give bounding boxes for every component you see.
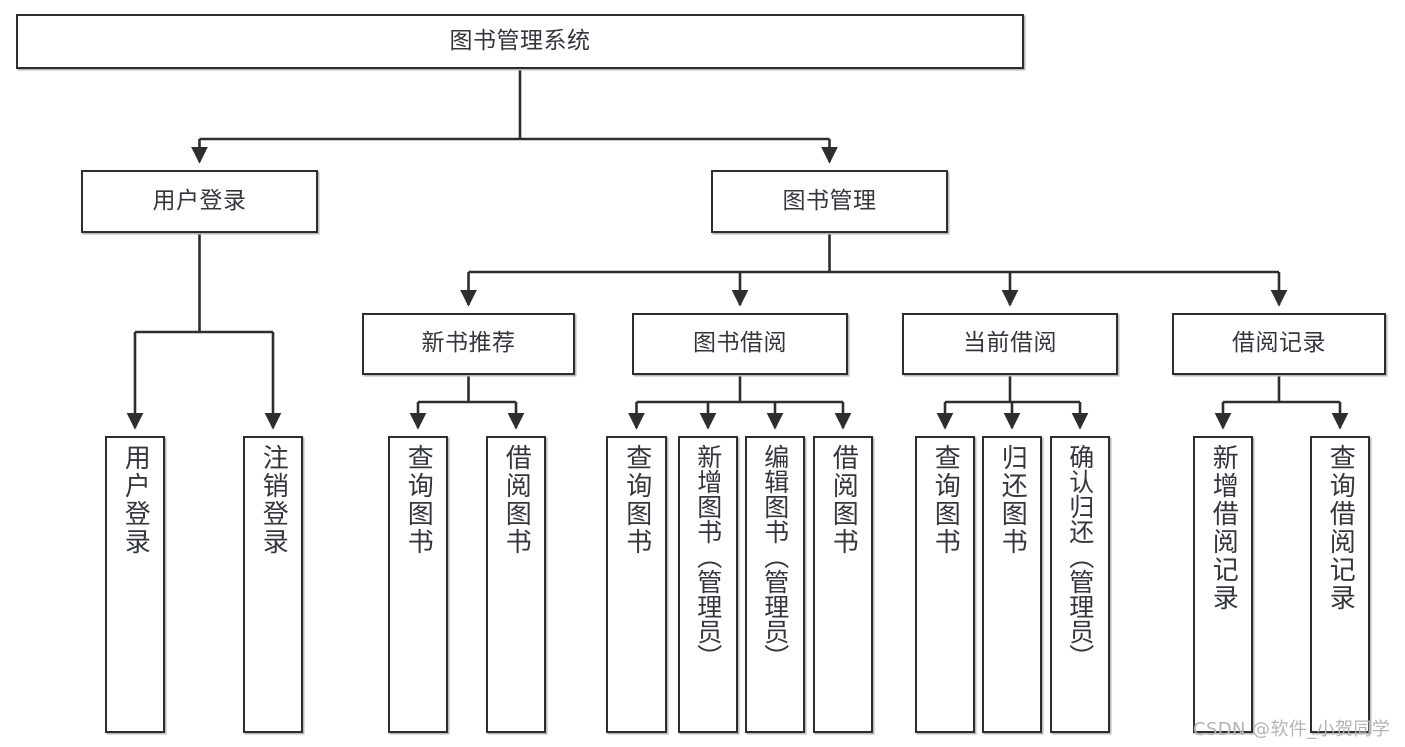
node-leaf-add-book[interactable]: 新增图书（管理员） xyxy=(678,436,738,733)
node-user-login[interactable]: 用户登录 xyxy=(81,170,318,233)
node-leaf-return-book[interactable]: 归还图书 xyxy=(982,436,1042,733)
node-leaf-confirm-return[interactable]: 确认归还（管理员） xyxy=(1050,436,1110,733)
node-root-label: 图书管理系统 xyxy=(449,27,591,54)
node-leaf-borrow-book-2-label: 借阅图书 xyxy=(828,444,859,556)
node-leaf-query-book-1[interactable]: 查询图书 xyxy=(388,436,448,733)
node-leaf-edit-book-label: 编辑图书（管理员） xyxy=(760,444,790,669)
node-leaf-borrow-book-1-label: 借阅图书 xyxy=(501,444,532,556)
node-current-borrow-label: 当前借阅 xyxy=(963,330,1057,357)
node-leaf-user-login-label: 用户登录 xyxy=(120,444,151,556)
node-leaf-query-book-2[interactable]: 查询图书 xyxy=(606,436,667,733)
node-leaf-confirm-return-label: 确认归还（管理员） xyxy=(1065,444,1095,669)
node-current-borrow[interactable]: 当前借阅 xyxy=(902,313,1118,375)
csdn-watermark: CSDN @软件_小贺同学 xyxy=(1193,719,1391,740)
node-leaf-query-book-3[interactable]: 查询图书 xyxy=(915,436,975,733)
node-leaf-query-record-label: 查询借阅记录 xyxy=(1325,444,1356,612)
node-root[interactable]: 图书管理系统 xyxy=(16,14,1024,69)
node-leaf-add-record-label: 新增借阅记录 xyxy=(1208,444,1239,612)
node-book-borrow-label: 图书借阅 xyxy=(693,330,787,357)
node-new-book-rec-label: 新书推荐 xyxy=(421,330,516,357)
node-leaf-user-logout[interactable]: 注销登录 xyxy=(243,436,303,733)
node-new-book-rec[interactable]: 新书推荐 xyxy=(362,313,575,375)
node-leaf-add-record[interactable]: 新增借阅记录 xyxy=(1193,436,1253,733)
node-borrow-record[interactable]: 借阅记录 xyxy=(1172,313,1386,375)
node-leaf-edit-book[interactable]: 编辑图书（管理员） xyxy=(745,436,805,733)
node-leaf-query-record[interactable]: 查询借阅记录 xyxy=(1310,436,1370,733)
node-leaf-query-book-1-label: 查询图书 xyxy=(403,444,434,556)
node-leaf-user-logout-label: 注销登录 xyxy=(258,444,289,556)
node-leaf-return-book-label: 归还图书 xyxy=(997,444,1028,556)
node-leaf-borrow-book-2[interactable]: 借阅图书 xyxy=(813,436,873,733)
node-leaf-add-book-label: 新增图书（管理员） xyxy=(693,444,723,669)
node-book-manage[interactable]: 图书管理 xyxy=(711,170,948,233)
node-leaf-user-login[interactable]: 用户登录 xyxy=(105,436,165,733)
node-leaf-borrow-book-1[interactable]: 借阅图书 xyxy=(486,436,546,733)
node-book-manage-label: 图书管理 xyxy=(782,187,877,214)
node-leaf-query-book-3-label: 查询图书 xyxy=(930,444,961,556)
node-leaf-query-book-2-label: 查询图书 xyxy=(621,444,652,556)
node-borrow-record-label: 借阅记录 xyxy=(1232,330,1326,357)
node-user-login-label: 用户登录 xyxy=(152,187,247,214)
node-book-borrow[interactable]: 图书借阅 xyxy=(632,313,848,375)
